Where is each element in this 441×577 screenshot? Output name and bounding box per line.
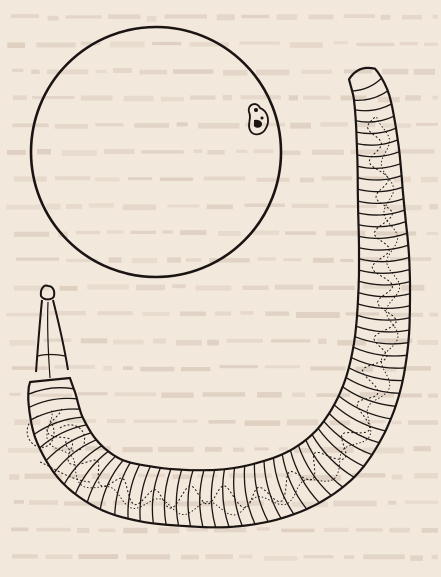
segment-ring (223, 469, 229, 527)
segment-ring (359, 222, 406, 227)
segment-ring (359, 245, 408, 250)
segment-ring (128, 465, 140, 519)
segment-ring (359, 270, 410, 274)
segment-ring (358, 164, 401, 169)
segment-ring (358, 210, 404, 215)
segment-ring (357, 315, 410, 320)
segment-ring (200, 470, 204, 527)
head (36, 286, 68, 378)
embryo (249, 104, 268, 134)
segment-ring (349, 368, 403, 381)
segment-ring (358, 293, 410, 297)
segment-ring (87, 456, 115, 502)
segment-ring (211, 470, 215, 527)
ventral-cord (47, 117, 400, 515)
intestinal-tract (47, 117, 396, 508)
body-segments (28, 78, 410, 527)
segment-ring (359, 258, 409, 262)
segment-ring (355, 337, 409, 344)
egg-outline (31, 27, 281, 277)
segment-ring (188, 470, 193, 526)
segment-ring (29, 398, 77, 407)
segment-ring (356, 128, 396, 133)
segment-ring (359, 233, 407, 238)
segment-ring (343, 387, 396, 407)
segment-ring (254, 464, 268, 522)
segment-ring (356, 116, 394, 122)
segment-ring (264, 461, 281, 518)
segment-ring (273, 458, 294, 514)
segment-ring (312, 435, 354, 478)
segment-ring (357, 152, 399, 157)
segment-ring (355, 104, 392, 111)
segment-ring (351, 358, 405, 369)
segment-ring (359, 281, 410, 285)
segment-ring (358, 176, 402, 180)
segment-ring (152, 468, 160, 524)
segment-ring (176, 470, 181, 526)
segment-ring (358, 304, 410, 309)
segment-ring (357, 140, 398, 145)
segment-ring (329, 414, 379, 443)
segment-ring (354, 91, 388, 101)
larva (27, 68, 410, 527)
segment-ring (353, 347, 407, 356)
segment-ring (352, 78, 382, 91)
egg (31, 27, 281, 277)
segment-ring (28, 388, 73, 395)
segment-ring (164, 469, 170, 525)
segment-ring (234, 468, 243, 526)
